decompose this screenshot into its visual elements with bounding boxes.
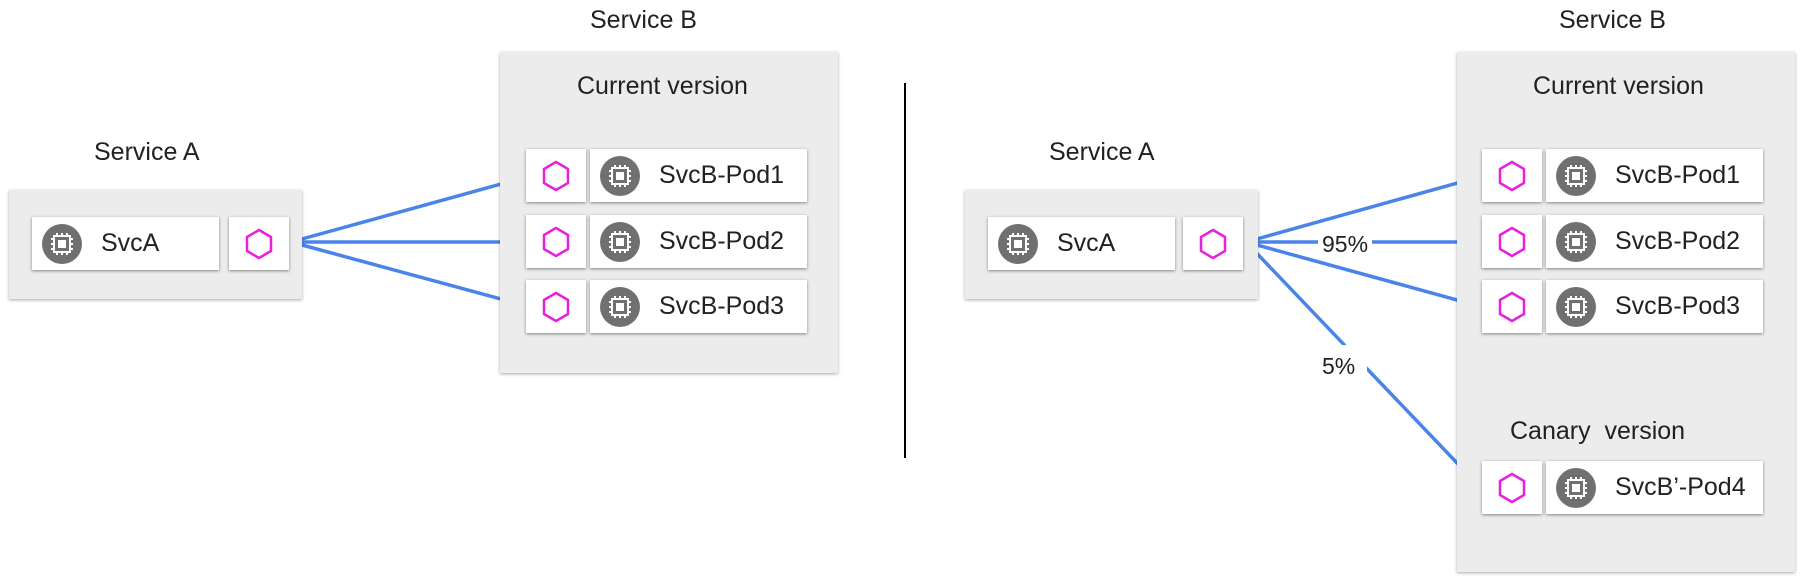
pod4-card[interactable]: SvcB’-Pod4	[1546, 461, 1763, 514]
service-a-group: SvcA	[9, 190, 302, 299]
chip-icon	[1556, 155, 1596, 196]
hexagon-icon	[1495, 159, 1529, 193]
pod3-proxy-card[interactable]	[526, 280, 586, 333]
service-b-group-right: Current version SvcB-Pod1 SvcB-Pod2 SvcB…	[1457, 52, 1795, 572]
chip-icon	[1556, 467, 1596, 508]
pod-name: SvcA	[101, 229, 160, 257]
pod-name: SvcA	[1057, 229, 1116, 257]
service-a-title: Service A	[94, 138, 200, 166]
pod1-card[interactable]: SvcB-Pod1	[590, 149, 807, 202]
pod2-card[interactable]: SvcB-Pod2	[590, 215, 807, 268]
hexagon-icon	[539, 290, 573, 324]
pod4-proxy-card[interactable]	[1482, 461, 1542, 514]
pod2-proxy-card-right[interactable]	[1482, 215, 1542, 268]
pod2-proxy-card[interactable]	[526, 215, 586, 268]
pod1-proxy-card[interactable]	[526, 149, 586, 202]
current-version-label: Current version	[577, 72, 748, 100]
pod-name: SvcB-Pod3	[1615, 292, 1741, 320]
hexagon-icon	[539, 225, 573, 259]
pod3-proxy-card-right[interactable]	[1482, 280, 1542, 333]
arrow-to-current-pod3	[1245, 240, 1481, 309]
pod2-card-right[interactable]: SvcB-Pod2	[1546, 215, 1763, 268]
traffic-pct-canary: 5%	[1318, 345, 1368, 392]
chip-icon	[1556, 221, 1596, 262]
canary-version-label: Canary version	[1510, 417, 1686, 445]
divider	[904, 83, 906, 458]
chip-icon	[600, 221, 640, 262]
arrow-svca-to-pod3	[290, 240, 525, 308]
pod3-card-right[interactable]: SvcB-Pod3	[1546, 280, 1763, 333]
chip-icon	[600, 155, 640, 196]
chip-icon	[42, 223, 82, 264]
pod-name: SvcB-Pod2	[659, 227, 785, 255]
service-b-title-right: Service B	[1559, 6, 1666, 34]
current-version-label-right: Current version	[1533, 72, 1704, 100]
arrow-to-current-pod1	[1245, 174, 1481, 244]
svca-proxy-card[interactable]	[229, 217, 289, 270]
hexagon-icon	[1495, 290, 1529, 324]
traffic-pct-current: 95%	[1318, 229, 1373, 260]
pod1-card-right[interactable]: SvcB-Pod1	[1546, 149, 1763, 202]
service-a-title-right: Service A	[1049, 138, 1155, 166]
pod-name: SvcB’-Pod4	[1615, 473, 1746, 501]
arrow-svca-to-pod1	[290, 175, 525, 244]
hexagon-icon	[1196, 227, 1230, 261]
pod1-proxy-card-right[interactable]	[1482, 149, 1542, 202]
pod-name: SvcB-Pod1	[659, 161, 785, 189]
svca-pod-card[interactable]: SvcA	[32, 217, 219, 270]
hexagon-icon	[539, 159, 573, 193]
svca-proxy-card-right[interactable]	[1183, 217, 1243, 270]
service-a-group-right: SvcA	[965, 190, 1258, 299]
pod-name: SvcB-Pod3	[659, 292, 785, 320]
chip-icon	[1556, 286, 1596, 327]
hexagon-icon	[242, 227, 276, 261]
hexagon-icon	[1495, 225, 1529, 259]
hexagon-icon	[1495, 471, 1529, 505]
chip-icon	[998, 223, 1038, 264]
service-b-title: Service B	[590, 6, 697, 34]
pod-name: SvcB-Pod2	[1615, 227, 1741, 255]
pod-name: SvcB-Pod1	[1615, 161, 1741, 189]
svca-pod-card-right[interactable]: SvcA	[988, 217, 1175, 270]
service-b-group: Current version SvcB-Pod1 SvcB-Pod2 SvcB…	[500, 52, 838, 373]
pod3-card[interactable]: SvcB-Pod3	[590, 280, 807, 333]
chip-icon	[600, 286, 640, 327]
